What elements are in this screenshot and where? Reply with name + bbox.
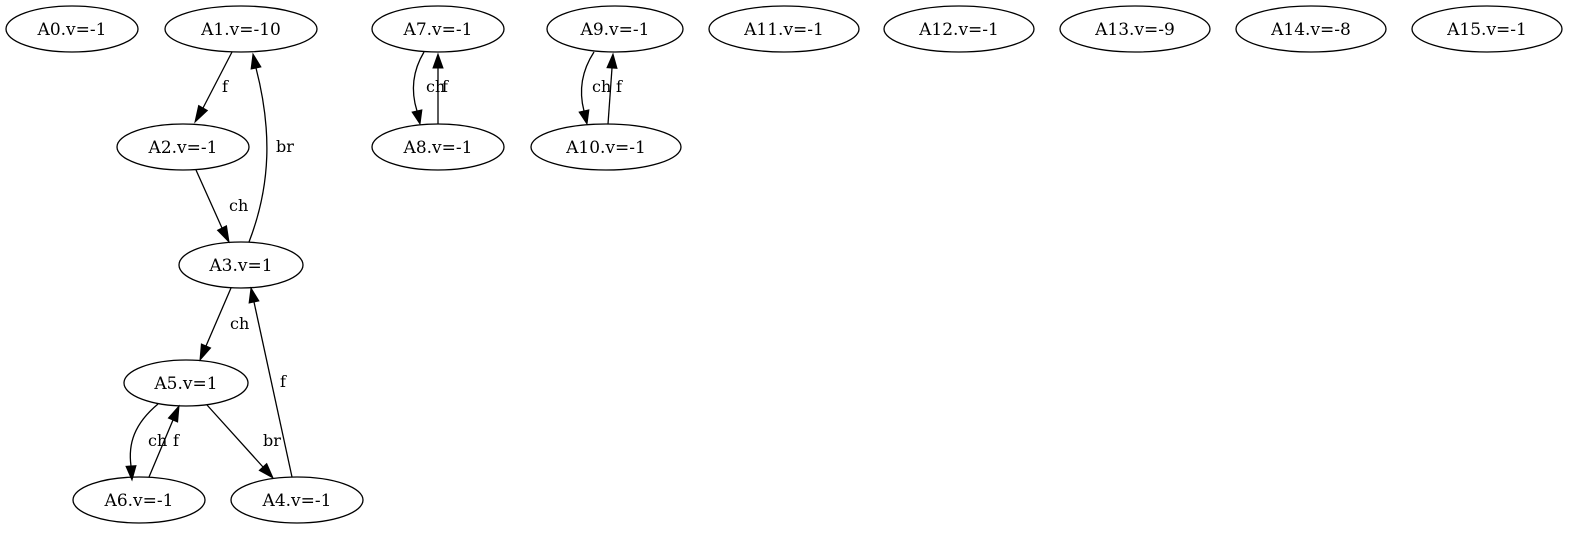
node-a10: A10.v=-1	[530, 123, 682, 171]
node-a11: A11.v=-1	[708, 5, 860, 53]
node-label: A3.v=1	[208, 256, 272, 276]
node-label: A15.v=-1	[1446, 20, 1527, 40]
edge-label: br	[263, 431, 281, 450]
node-label: A8.v=-1	[403, 138, 473, 158]
edge-a5-a4: br	[206, 404, 281, 480]
node-ellipse	[164, 5, 318, 53]
edge-label: ch	[230, 314, 249, 333]
node-a8: A8.v=-1	[371, 123, 505, 171]
node-a0: A0.v=-1	[5, 5, 139, 53]
edge-line	[412, 51, 425, 112]
node-a5: A5.v=1	[123, 359, 249, 407]
node-label: A1.v=-10	[200, 20, 281, 40]
node-ellipse	[178, 241, 304, 289]
edge-label: ch	[592, 77, 611, 96]
edge-line	[129, 403, 159, 467]
node-ellipse	[708, 5, 860, 53]
edge-label: f	[222, 77, 229, 96]
node-a14: A14.v=-8	[1235, 5, 1387, 53]
edge-a9-a10: ch	[578, 51, 611, 126]
arrowhead	[606, 52, 618, 69]
node-a4: A4.v=-1	[230, 476, 364, 524]
arrowhead	[167, 404, 180, 423]
arrowhead	[125, 465, 137, 482]
node-label: A4.v=-1	[262, 491, 332, 511]
edge-line	[205, 287, 232, 347]
node-ellipse	[371, 5, 505, 53]
node-ellipse	[1235, 5, 1387, 53]
edge-a10-a9: f	[606, 52, 623, 125]
node-a9: A9.v=-1	[546, 5, 684, 53]
arrowhead	[199, 343, 212, 362]
edge-label: ch	[426, 77, 445, 96]
node-label: A10.v=-1	[565, 138, 646, 158]
node-ellipse	[5, 5, 139, 53]
arrowhead	[432, 52, 444, 69]
node-ellipse	[883, 5, 1035, 53]
arrowhead	[578, 109, 590, 126]
edge-label: f	[616, 77, 623, 96]
node-label: A14.v=-8	[1270, 20, 1351, 40]
edge-line	[148, 419, 174, 478]
edge-a7-a8: ch	[411, 51, 445, 126]
node-a1: A1.v=-10	[164, 5, 318, 53]
node-ellipse	[230, 476, 364, 524]
node-a6: A6.v=-1	[72, 476, 206, 524]
edge-a3-a5: ch	[199, 287, 249, 362]
node-label: A13.v=-9	[1094, 20, 1175, 40]
edge-a8-a7: f	[432, 52, 449, 124]
arrowhead	[194, 104, 209, 124]
node-label: A12.v=-1	[918, 20, 999, 40]
node-a3: A3.v=1	[178, 241, 304, 289]
arrowhead	[258, 462, 275, 480]
edge-a1-a2: f	[194, 51, 233, 124]
edge-line	[195, 169, 223, 229]
edge-line	[580, 51, 595, 112]
node-ellipse	[546, 5, 684, 53]
node-ellipse	[1411, 5, 1563, 53]
node-label: A5.v=1	[153, 374, 217, 394]
edge-a3-a1: br	[248, 52, 294, 243]
edge-label: f	[442, 77, 449, 96]
node-ellipse	[116, 123, 250, 171]
node-a13: A13.v=-9	[1059, 5, 1211, 53]
edge-a2-a3: ch	[195, 169, 248, 244]
edge-line	[253, 301, 293, 478]
arrowhead	[250, 52, 262, 70]
edge-a6-a5: f	[148, 404, 180, 478]
node-ellipse	[530, 123, 682, 171]
node-ellipse	[123, 359, 249, 407]
arrowhead	[248, 286, 260, 304]
edge-line	[202, 51, 233, 109]
node-label: A6.v=-1	[104, 491, 174, 511]
edge-label: f	[173, 431, 180, 450]
node-label: A9.v=-1	[580, 20, 650, 40]
edge-label: ch	[229, 196, 248, 215]
node-ellipse	[1059, 5, 1211, 53]
node-ellipse	[371, 123, 505, 171]
edge-label: br	[276, 137, 294, 156]
node-label: A0.v=-1	[37, 20, 107, 40]
node-label: A11.v=-1	[743, 20, 824, 40]
node-a15: A15.v=-1	[1411, 5, 1563, 53]
edge-label: f	[280, 372, 287, 391]
edge-line	[248, 67, 268, 243]
edge-line	[607, 67, 613, 125]
node-a7: A7.v=-1	[371, 5, 505, 53]
edge-a4-a3: f	[248, 286, 293, 478]
node-label: A2.v=-1	[148, 138, 218, 158]
edge-a5-a6: ch	[125, 403, 167, 482]
node-a2: A2.v=-1	[116, 123, 250, 171]
node-label: A7.v=-1	[403, 20, 473, 40]
arrowhead	[216, 225, 230, 244]
node-ellipse	[72, 476, 206, 524]
arrowhead	[411, 109, 423, 126]
node-a12: A12.v=-1	[883, 5, 1035, 53]
edge-line	[206, 404, 264, 468]
